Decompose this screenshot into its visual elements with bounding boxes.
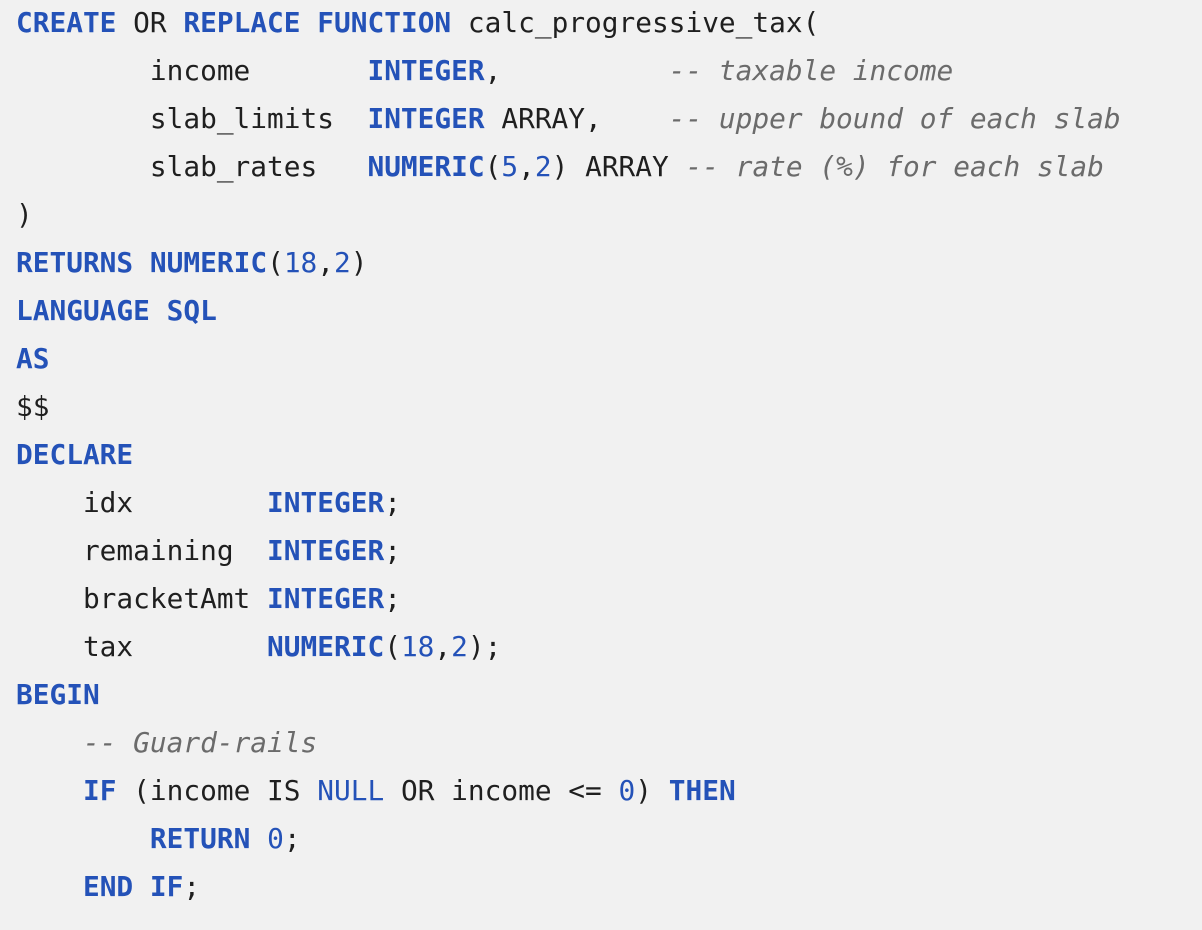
code-text: , [434, 630, 452, 663]
sql-literal: 18 [283, 246, 318, 279]
code-line: IF (income IS NULL OR income <= 0) THEN [16, 769, 1202, 817]
code-text: bracketAmt [16, 582, 268, 615]
code-text: $$ [16, 390, 50, 423]
sql-keyword: INTEGER [367, 54, 485, 87]
code-line: AS [16, 337, 1202, 385]
sql-keyword: INTEGER [367, 102, 485, 135]
code-text: ) ARRAY [551, 150, 686, 183]
sql-literal: 2 [334, 246, 351, 279]
code-text: ( [267, 246, 284, 279]
sql-keyword: CREATE [16, 6, 117, 39]
code-text: ); [467, 630, 502, 663]
code-text: slab_limits [16, 102, 368, 135]
code-text: slab_rates [16, 150, 368, 183]
sql-keyword: NUMERIC [367, 150, 485, 183]
code-text: OR income <= [384, 774, 619, 807]
sql-keyword: INTEGER [267, 534, 385, 567]
code-line: slab_limits INTEGER ARRAY, -- upper boun… [16, 97, 1202, 145]
code-text: ; [384, 486, 401, 519]
code-text: ) [16, 198, 33, 231]
sql-comment: -- upper bound of each slab [668, 102, 1121, 135]
code-text [16, 774, 83, 807]
sql-comment: -- rate (%) for each slab [685, 150, 1104, 183]
code-text: ( [384, 630, 401, 663]
code-line: $$ [16, 385, 1202, 433]
sql-keyword: DECLARE [16, 438, 134, 471]
code-text [150, 294, 167, 327]
sql-literal: 5 [501, 150, 519, 183]
code-text: ) [350, 246, 368, 279]
sql-keyword: AS [16, 342, 50, 375]
sql-comment: -- taxable income [668, 54, 954, 87]
code-text: ; [384, 582, 401, 615]
code-text [16, 822, 150, 855]
sql-literal: NULL [317, 774, 385, 807]
sql-keyword: IF [149, 870, 184, 903]
sql-keyword: RETURNS [16, 246, 134, 279]
code-text: ; [183, 870, 201, 903]
code-line: remaining INTEGER; [16, 529, 1202, 577]
sql-keyword: SQL [166, 294, 217, 327]
sql-keyword: REPLACE [183, 6, 301, 39]
code-text: , [317, 246, 335, 279]
sql-literal: 0 [267, 822, 284, 855]
code-line: RETURN 0; [16, 817, 1202, 865]
sql-keyword: RETURN [149, 822, 251, 855]
sql-keyword: IF [82, 774, 117, 807]
code-line: RETURNS NUMERIC(18,2) [16, 241, 1202, 289]
code-text: , [484, 54, 669, 87]
sql-keyword: LANGUAGE [16, 294, 150, 327]
code-text: tax [16, 630, 268, 663]
sql-keyword: END [82, 870, 134, 903]
sql-keyword: BEGIN [16, 678, 100, 711]
code-text [16, 726, 83, 759]
code-line: LANGUAGE SQL [16, 289, 1202, 337]
code-line: slab_rates NUMERIC(5,2) ARRAY -- rate (%… [16, 145, 1202, 193]
code-line: idx INTEGER; [16, 481, 1202, 529]
code-text [133, 246, 150, 279]
code-line: income INTEGER, -- taxable income [16, 49, 1202, 97]
code-line: bracketAmt INTEGER; [16, 577, 1202, 625]
code-text: , [518, 150, 535, 183]
code-text: ; [384, 534, 401, 567]
sql-literal: 0 [618, 774, 636, 807]
code-line: CREATE OR REPLACE FUNCTION calc_progress… [16, 1, 1202, 49]
sql-keyword: THEN [668, 774, 736, 807]
sql-comment: -- Guard-rails [82, 726, 318, 759]
code-text: OR [116, 6, 184, 39]
sql-literal: 2 [534, 150, 552, 183]
code-text: calc_progressive_tax( [451, 6, 820, 39]
code-text [301, 6, 318, 39]
code-text: ; [283, 822, 301, 855]
code-text [133, 870, 150, 903]
code-line: ) [16, 193, 1202, 241]
sql-keyword: NUMERIC [267, 630, 385, 663]
code-text: ARRAY, [484, 102, 669, 135]
code-text: idx [16, 486, 268, 519]
sql-keyword: INTEGER [267, 486, 385, 519]
sql-keyword: NUMERIC [149, 246, 268, 279]
code-line: BEGIN [16, 673, 1202, 721]
code-text: ) [635, 774, 669, 807]
code-text: ( [484, 150, 502, 183]
code-text [250, 822, 267, 855]
code-text [16, 870, 83, 903]
code-line: END IF; [16, 865, 1202, 913]
sql-literal: 2 [451, 630, 468, 663]
code-text: income [16, 54, 368, 87]
sql-keyword: INTEGER [267, 582, 385, 615]
code-text: remaining [16, 534, 268, 567]
sql-keyword: FUNCTION [317, 6, 452, 39]
code-line: DECLARE [16, 433, 1202, 481]
sql-literal: 18 [400, 630, 435, 663]
code-line: tax NUMERIC(18,2); [16, 625, 1202, 673]
code-line: -- Guard-rails [16, 721, 1202, 769]
code-text: (income IS [116, 774, 318, 807]
